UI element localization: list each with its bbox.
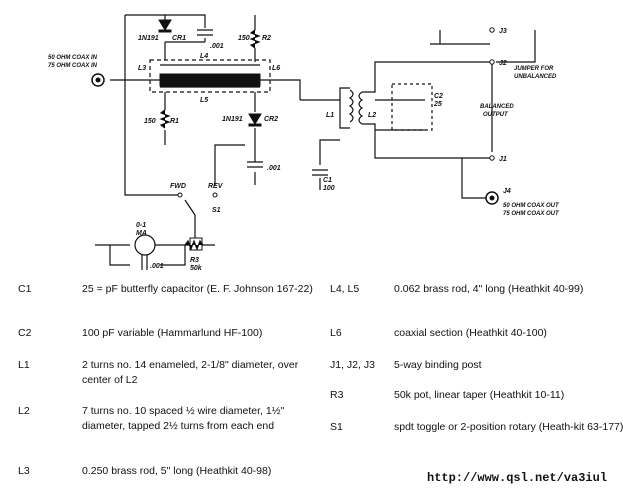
cr2-type-label: 1N191 — [222, 116, 243, 123]
part-desc: 50k pot, linear taper (Heathkit 10-11) — [394, 389, 565, 401]
cr1-type-label: 1N191 — [138, 35, 159, 42]
jumper-label-1: JUMPER FOR — [514, 66, 554, 72]
c-meter-label: .001 — [150, 263, 164, 270]
part-row-l4-l5: L4, L5 0.062 brass rod, 4" long (Heathki… — [330, 282, 620, 312]
l2-label: L2 — [368, 112, 376, 119]
j3-label: J3 — [499, 28, 507, 35]
source-url: http://www.qsl.net/va3iul — [427, 471, 608, 485]
part-ref: S1 — [330, 421, 343, 433]
part-row-l1: L1 2 turns no. 14 enameled, 2-1/8" diame… — [18, 358, 318, 388]
part-ref: L3 — [18, 465, 30, 477]
part-row-l2: L2 7 turns no. 10 spaced ½ wire diameter… — [18, 404, 318, 449]
part-ref: J1, J2, J3 — [330, 359, 375, 371]
schematic-diagram: 1N191 CR1 .001 150 R2 L4 L3 L6 L5 150 R1… — [48, 14, 560, 270]
part-ref: L1 — [18, 359, 30, 371]
r2-label: R2 — [262, 35, 271, 42]
part-ref: C2 — [18, 327, 32, 339]
r3-label: R3 — [190, 257, 199, 264]
part-ref: R3 — [330, 389, 344, 401]
l6-label: L6 — [272, 65, 280, 72]
part-row-r3: R3 50k pot, linear taper (Heathkit 10-11… — [330, 388, 620, 418]
part-ref: L2 — [18, 405, 30, 417]
l3-label: L3 — [138, 65, 146, 72]
part-desc: 0.062 brass rod, 4" long (Heathkit 40-99… — [394, 283, 584, 295]
part-ref: C1 — [18, 283, 32, 295]
part-row-j1-j2-j3: J1, J2, J3 5-way binding post — [330, 358, 620, 378]
part-row-c1: C1 25 = pF butterfly capacitor (E. F. Jo… — [18, 282, 318, 312]
cr2-label: CR2 — [264, 116, 278, 123]
part-desc: 7 turns no. 10 spaced ½ wire diameter, 1… — [82, 405, 285, 432]
part-desc: 0.250 brass rod, 5" long (Heathkit 40-98… — [82, 465, 272, 477]
l1-label: L1 — [326, 112, 334, 119]
part-ref: L6 — [330, 327, 342, 339]
part-desc: 25 = pF butterfly capacitor (E. F. Johns… — [82, 283, 313, 295]
j4-label: J4 — [503, 188, 511, 195]
part-row-l6: L6 coaxial section (Heathkit 40-100) — [330, 326, 620, 346]
meter-range-label: 0-1 — [136, 222, 146, 229]
c1-value-label: 100 — [323, 185, 335, 192]
j2-label: J2 — [499, 60, 507, 67]
r1-label: R1 — [170, 118, 179, 125]
s1-label: S1 — [212, 207, 221, 214]
l5-label: L5 — [200, 97, 208, 104]
balanced-label-1: BALANCED — [480, 104, 514, 110]
part-row-c2: C2 100 pF variable (Hammarlund HF-100) — [18, 326, 318, 346]
coax-in-75-label: 75 OHM COAX IN — [48, 63, 98, 69]
balanced-label-2: OUTPUT — [483, 112, 509, 118]
switch-fwd-label: FWD — [170, 183, 186, 190]
jumper-label-2: UNBALANCED — [514, 74, 557, 80]
part-desc: 5-way binding post — [394, 359, 482, 371]
c-mid-label: .001 — [267, 165, 281, 172]
c2-value-label: 25 — [433, 101, 442, 108]
r1-value-label: 150 — [144, 118, 156, 125]
part-row-l3: L3 0.250 brass rod, 5" long (Heathkit 40… — [18, 464, 318, 494]
coax-out-50-label: 50 OHM COAX OUT — [503, 203, 560, 209]
r3-value-label: 50k — [190, 265, 203, 270]
part-desc: spdt toggle or 2-position rotary (Heath-… — [394, 421, 623, 433]
r2-value-label: 150 — [238, 35, 250, 42]
cr1-label: CR1 — [172, 35, 186, 42]
parts-list: C1 25 = pF butterfly capacitor (E. F. Jo… — [0, 282, 623, 495]
c2-label: C2 — [434, 93, 443, 100]
part-desc: 100 pF variable (Hammarlund HF-100) — [82, 327, 263, 339]
coax-in-50-label: 50 OHM COAX IN — [48, 55, 98, 61]
diagram-labels: 1N191 CR1 .001 150 R2 L4 L3 L6 L5 150 R1… — [48, 28, 560, 270]
l4-label: L4 — [200, 53, 208, 60]
c-top-label: .001 — [210, 43, 224, 50]
part-desc: coaxial section (Heathkit 40-100) — [394, 327, 547, 339]
j1-label: J1 — [499, 156, 507, 163]
part-row-s1: S1 spdt toggle or 2-position rotary (Hea… — [330, 420, 623, 450]
part-ref: L4, L5 — [330, 283, 360, 295]
switch-rev-label: REV — [208, 183, 224, 190]
c1-label: C1 — [323, 177, 332, 184]
part-desc: 2 turns no. 14 enameled, 2-1/8" diameter… — [82, 359, 299, 386]
meter-unit-label: MA — [136, 230, 147, 237]
coax-out-75-label: 75 OHM COAX OUT — [503, 211, 560, 217]
